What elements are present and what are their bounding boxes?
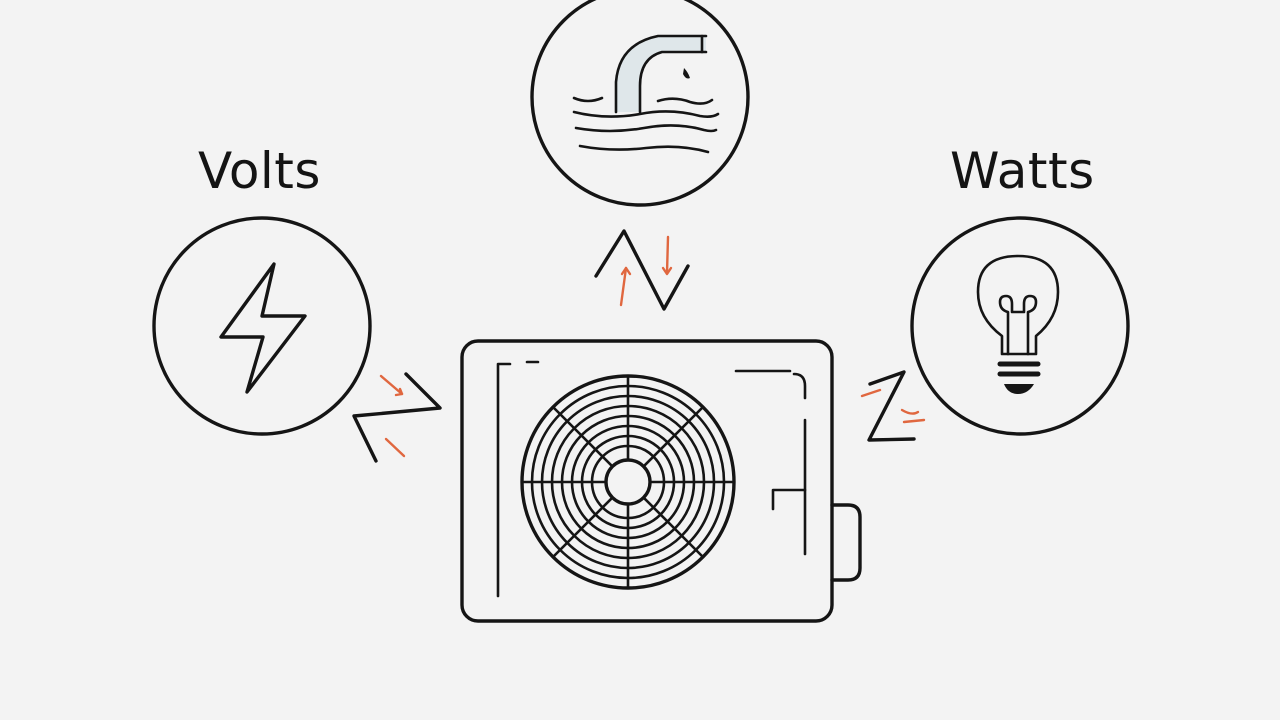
volts-circle — [152, 216, 372, 436]
watts-node — [910, 216, 1130, 436]
unit-side-handle — [830, 503, 862, 582]
unit-left-bracket — [496, 362, 512, 598]
connector-watts-unit — [860, 370, 926, 442]
water-drop — [683, 68, 690, 79]
light-bulb-icon — [976, 254, 1060, 394]
watts-circle — [910, 216, 1130, 436]
faucet-water-icon — [572, 34, 720, 154]
water-circle — [530, 0, 750, 207]
volts-label: Volts — [198, 142, 321, 200]
lightning-bolt-icon — [219, 262, 307, 394]
connector-volts-unit — [352, 372, 442, 463]
volts-node — [152, 216, 372, 436]
unit-body — [460, 339, 834, 623]
air-conditioner-outdoor-unit-icon — [460, 339, 862, 623]
pipe-fill — [616, 36, 706, 112]
fan-grille — [520, 374, 736, 590]
water-node — [530, 0, 750, 207]
watts-label: Watts — [950, 142, 1095, 200]
connector-water-unit — [594, 229, 690, 311]
